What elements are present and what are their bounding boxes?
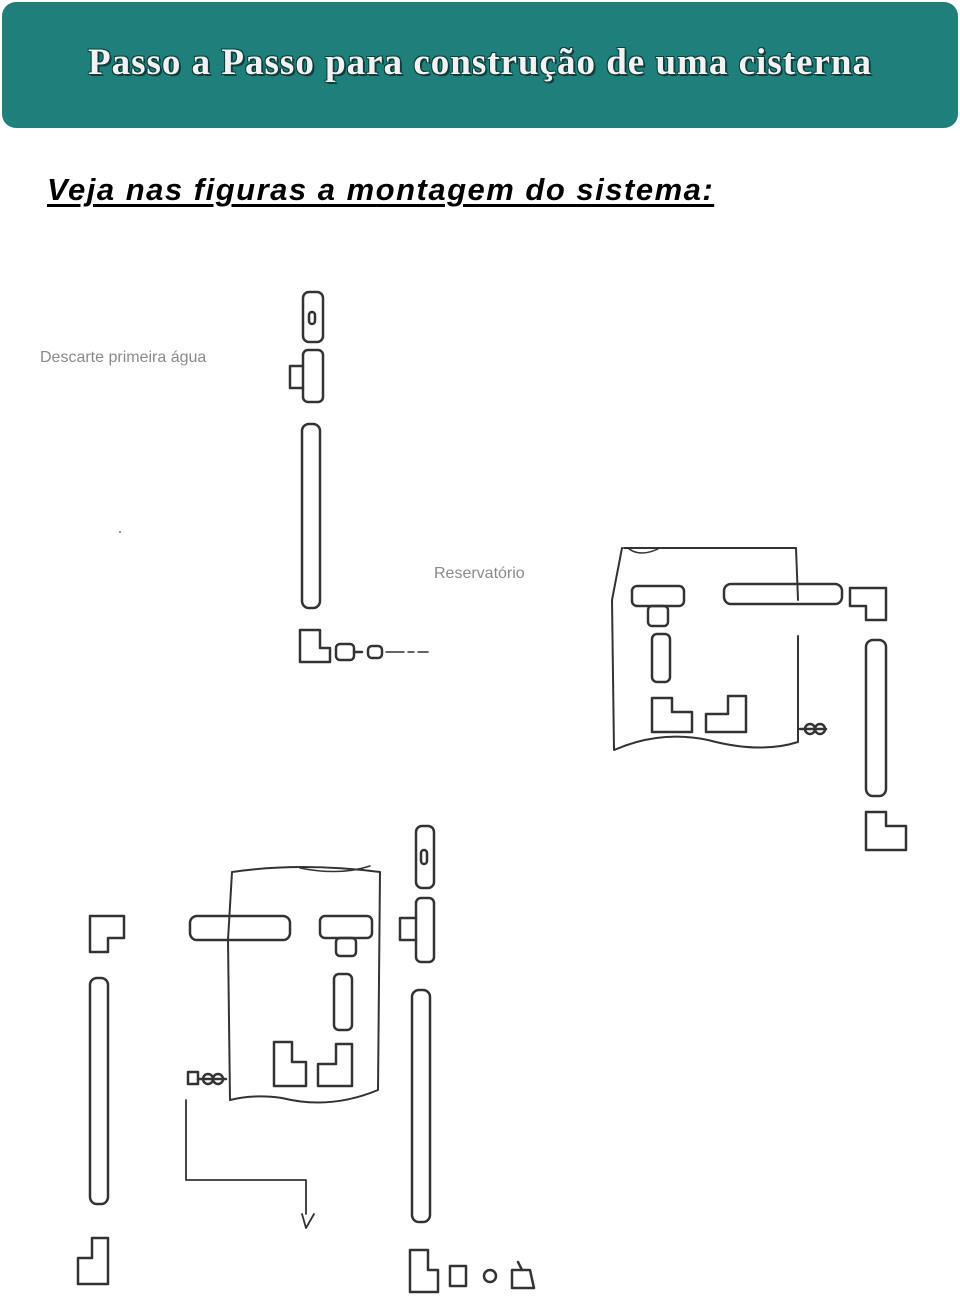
- system-top-pipe: [188, 914, 292, 942]
- reservoir-inner-pipe: [650, 632, 672, 684]
- discard-tee: [288, 348, 325, 404]
- system-inner-pipe: [332, 972, 354, 1032]
- discard-label: Descarte primeira água: [40, 349, 206, 366]
- system-elbow-a: [272, 1040, 308, 1088]
- system-tee: [318, 914, 374, 958]
- full-system-assembly: [76, 824, 536, 1294]
- reservoir-tap: [798, 722, 828, 736]
- system-discard-cap: [414, 824, 436, 890]
- reservoir-tee: [630, 584, 686, 628]
- discard-assembly: Descarte primeira água: [40, 290, 429, 664]
- reservoir-assembly: Reservatório: [434, 547, 908, 852]
- system-discard-pipe: [410, 988, 432, 1224]
- discard-top-cap: [301, 290, 325, 344]
- system-discard-tee: [398, 896, 436, 964]
- discard-bottom-fittings: [298, 628, 429, 664]
- reservoir-elbow-top: [848, 586, 888, 622]
- system-elbow-b: [316, 1042, 354, 1088]
- reservoir-label: Reservatório: [434, 565, 525, 582]
- page-title: Passo a Passo para construção de uma cis…: [88, 42, 872, 83]
- title-banner: Passo a Passo para construção de uma cis…: [2, 2, 958, 128]
- reservoir-elbow-bottom: [864, 810, 908, 852]
- reservoir-down-pipe: [864, 638, 888, 798]
- system-left-pipe: [88, 976, 110, 1206]
- intro-text: Veja nas figuras a montagem do sistema:: [47, 172, 715, 207]
- system-elbow-left-bottom: [76, 1236, 110, 1286]
- reservoir-elbow-right: [704, 694, 748, 734]
- system-tap: [186, 1070, 228, 1086]
- system-hose: [185, 1099, 307, 1215]
- system-bottom-fittings: [408, 1248, 536, 1294]
- discard-pipe: [300, 422, 322, 610]
- reservoir-top-pipe: [722, 582, 844, 606]
- reservoir-elbow-left: [650, 696, 694, 734]
- system-elbow-left-top: [88, 914, 126, 954]
- cistern-assembly-diagram: Descarte primeira água: [0, 270, 960, 1296]
